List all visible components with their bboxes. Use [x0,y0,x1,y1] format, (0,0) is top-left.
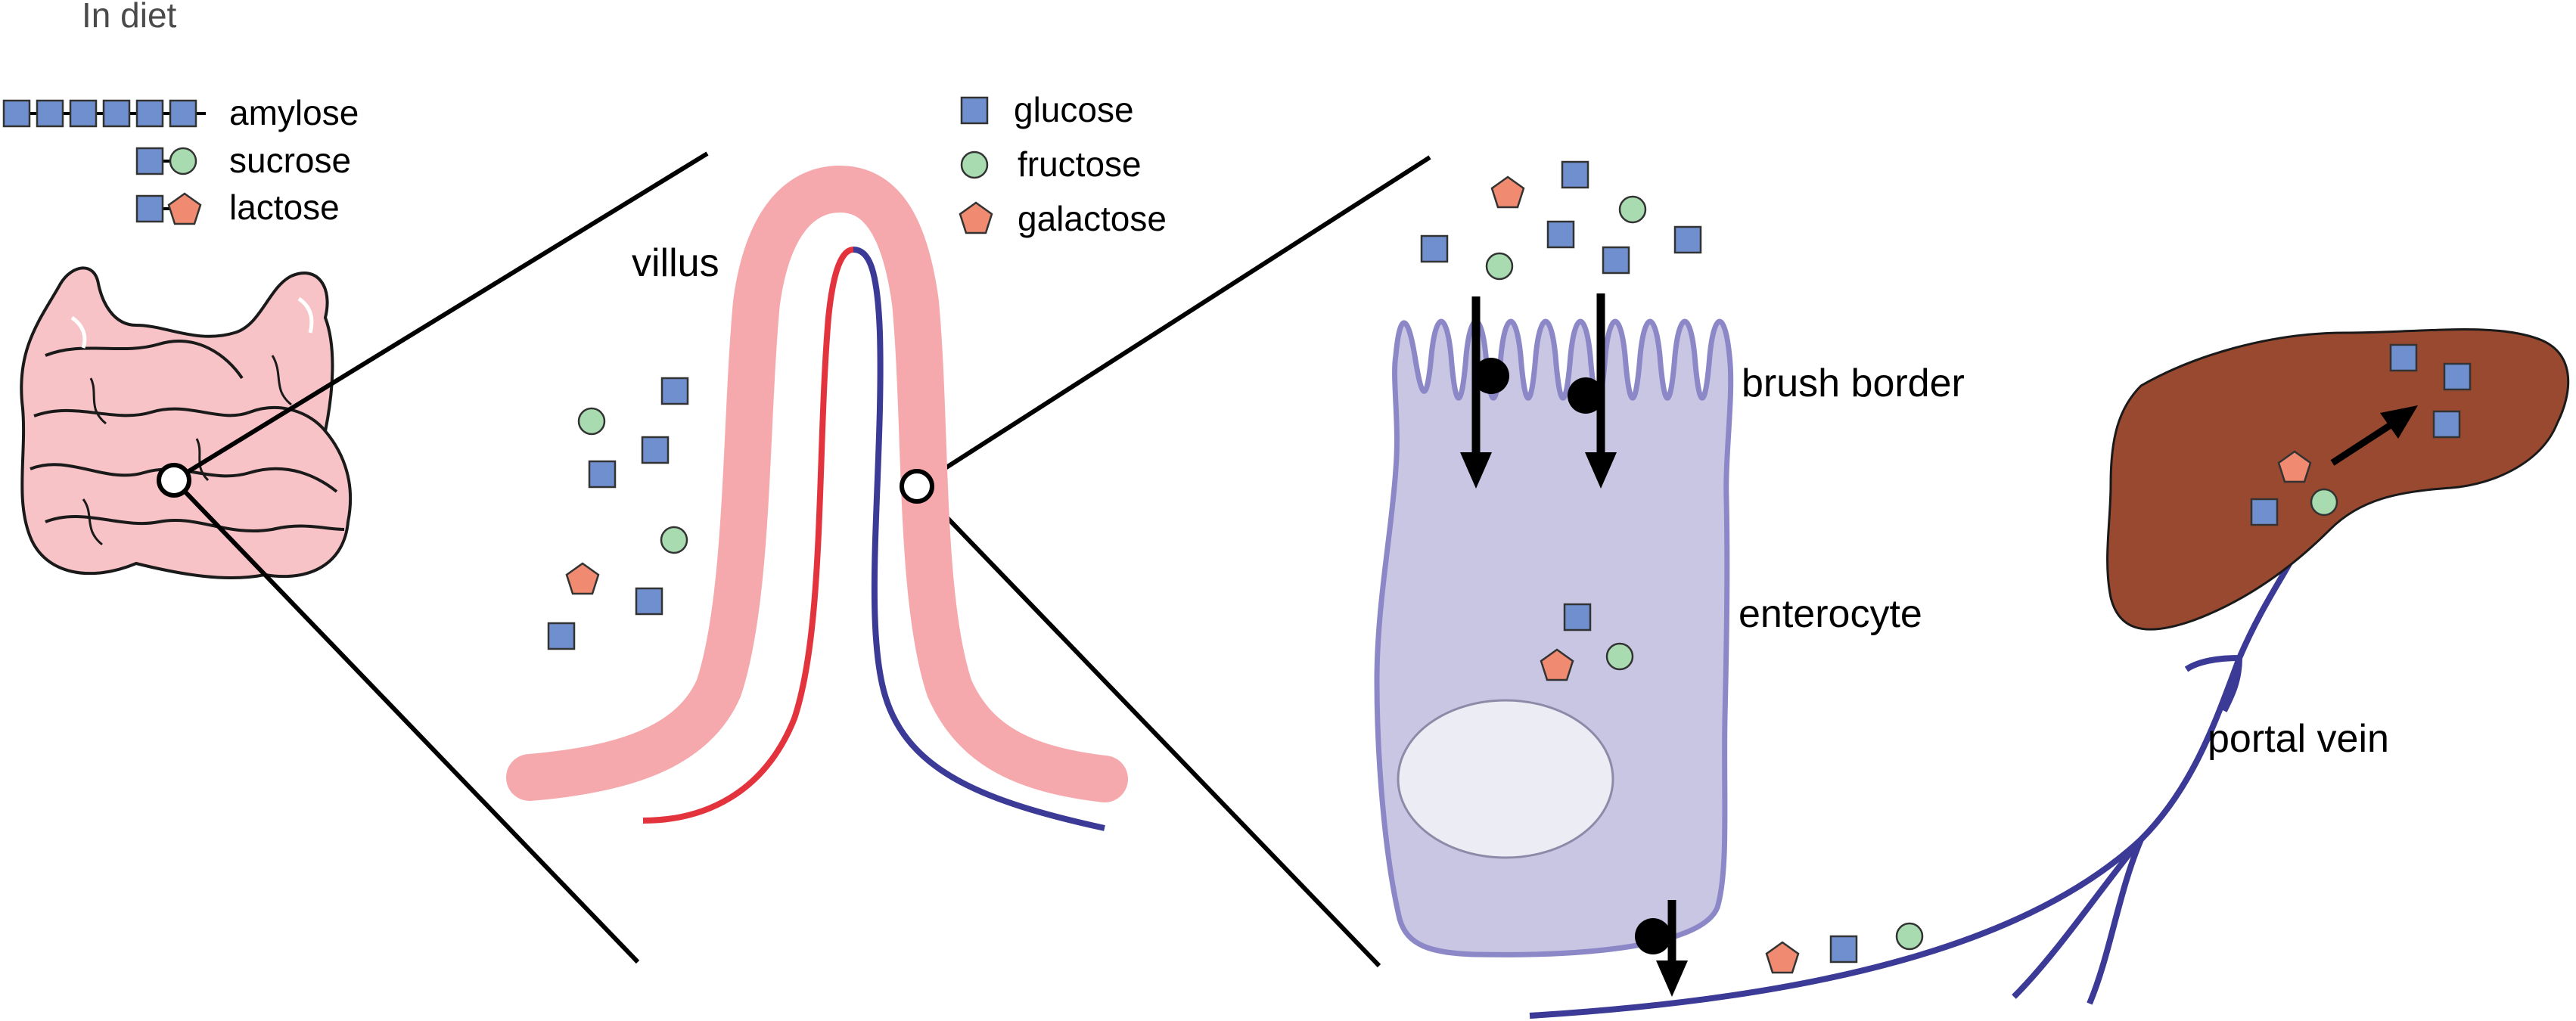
brush-border-transporter-2 [1568,293,1617,489]
galactose-legend-icon [959,201,993,234]
villus-artery [642,247,854,824]
glucose-molecule [1563,603,1592,632]
portal-vein [1529,543,2303,1019]
legend-label-lactose: lactose [229,188,340,227]
liver-uptake-arrow [2330,405,2418,466]
fructose-legend-icon [960,151,989,179]
legend-label-glucose: glucose [1014,90,1134,129]
basolateral-transporter [1635,900,1688,997]
galactose-molecule [1765,941,1800,974]
fructose-molecule [1485,252,1514,281]
glucose-molecule [547,622,576,650]
legend-label-fructose: fructose [1018,144,1142,184]
zoom-lines-villus-to-enterocyte [915,155,1431,968]
glucose-molecule [1673,225,1702,254]
glucose-molecule [588,460,617,489]
glucose-molecule [635,587,663,616]
legend-label-sucrose: sucrose [229,141,351,180]
glucose-molecule [1561,160,1589,189]
nucleus [1397,699,1614,859]
fructose-molecule [1605,642,1634,671]
villus-vein [853,247,1105,831]
glucose-molecule [1420,234,1449,263]
portal-vein-label: portal vein [2208,717,2389,761]
enterocyte-cell [1374,318,1734,957]
in-diet-heading: In diet [82,0,177,35]
glucose-legend-icon [960,96,989,125]
glucose-molecule [1546,220,1575,249]
brush-border-transporter-1 [1460,296,1509,489]
glucose-molecule [660,377,689,405]
glucose-molecule [2443,362,2472,391]
glucose-molecule [1602,246,1630,275]
legend-label-galactose: galactose [1018,199,1167,238]
villus-wall [506,165,1128,802]
fructose-molecule [577,407,606,436]
zoom-point-intestine [157,463,191,498]
brush-border-label: brush border [1742,362,1965,405]
fructose-molecule [1895,922,1924,951]
legend-label-amylose: amylose [229,93,359,132]
lactose-icon [135,192,202,225]
zoom-lines-intestine-to-villus [172,151,709,964]
liver [2106,328,2570,631]
sucrose-icon [135,147,197,175]
fructose-molecule [2310,488,2338,517]
enterocyte-label: enterocyte [1739,592,1922,636]
zoom-point-villus [900,469,934,504]
fructose-molecule [1618,195,1647,224]
glucose-molecule [2250,498,2279,526]
amylose-chain-icon [2,99,206,128]
glucose-molecule [2432,410,2461,439]
glucose-molecule [1829,935,1858,964]
small-intestine-illustration [20,266,353,580]
fructose-molecule [660,526,688,554]
galactose-molecule [565,562,600,595]
villus-label: villus [632,241,719,285]
glucose-molecule [2389,343,2418,372]
galactose-molecule [1490,175,1525,209]
glucose-molecule [641,436,670,464]
